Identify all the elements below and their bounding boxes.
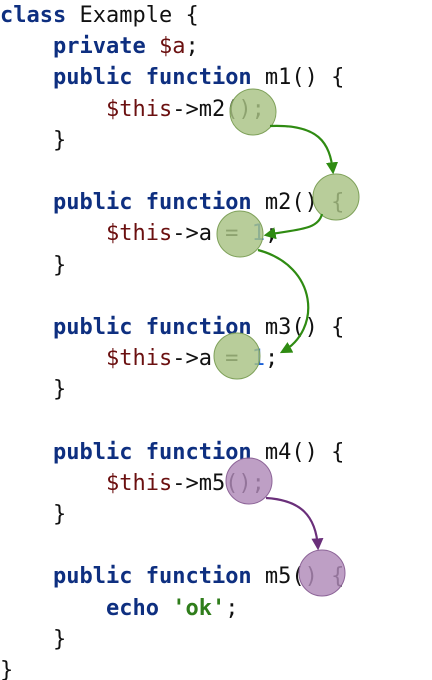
code-line: } [0, 374, 432, 405]
code-token [0, 440, 53, 465]
code-token [0, 34, 53, 59]
arrow-m2-definition-to-a-write [263, 213, 324, 240]
code-token [0, 65, 53, 90]
code-token: echo [105, 595, 159, 621]
code-line: } [0, 624, 432, 655]
code-line: public function m3() { [0, 312, 432, 343]
code-line: $this->m5(); [0, 468, 432, 499]
code-token [0, 564, 53, 589]
code-line: private $a; [0, 31, 432, 62]
code-token [132, 190, 145, 215]
arrow-a-write-to-a-write [257, 248, 310, 354]
code-line: } [0, 499, 432, 530]
code-line: public function m5() { [0, 561, 432, 592]
code-line: echo 'ok'; [0, 593, 432, 624]
code-token [0, 346, 106, 371]
code-line: } [0, 250, 432, 281]
code-line: public function m4() { [0, 437, 432, 468]
arrow-m2-call-to-definition [269, 124, 339, 175]
code-line: class Example { [0, 0, 432, 31]
m2-call-marker [229, 88, 277, 136]
code-token: function [145, 65, 252, 91]
code-token [0, 97, 106, 122]
code-token: ; [225, 595, 239, 621]
m5-definition-marker [298, 549, 346, 597]
code-token [0, 190, 53, 215]
markers-layer [213, 88, 360, 597]
code-token: } [0, 657, 14, 680]
code-token [132, 440, 145, 465]
code-token: } [0, 377, 67, 403]
code-token: $a [158, 34, 186, 60]
code-token [132, 65, 145, 90]
code-line: $this->a = 1; [0, 218, 432, 249]
arrows-layer [257, 124, 339, 551]
code-token: public [52, 439, 133, 465]
a-write-marker-m2 [216, 210, 264, 258]
code-token [159, 596, 172, 621]
code-token: } [0, 502, 67, 527]
code-token: public [52, 190, 133, 216]
code-token: public [52, 314, 133, 340]
arrow-m5-call-to-definition [265, 496, 324, 551]
code-token: function [145, 564, 252, 590]
m5-call-marker [225, 457, 273, 505]
code-token: function [145, 439, 252, 465]
code-token [0, 221, 106, 246]
code-token: private [52, 34, 146, 60]
code-token [146, 34, 159, 59]
code-token: Example { [66, 3, 199, 28]
code-line: public function m1() { [0, 62, 432, 93]
code-token: m3() { [251, 314, 345, 340]
code-token [0, 471, 106, 496]
code-token: } [0, 127, 67, 153]
code-token [0, 596, 106, 621]
code-line [0, 281, 432, 312]
code-token: ; [185, 34, 199, 60]
code-token: } [0, 626, 67, 652]
code-token: 'ok' [172, 595, 226, 621]
code-line: $this->m2(); [0, 94, 432, 125]
m2-definition-marker [312, 173, 360, 221]
code-token: public [52, 564, 133, 590]
code-token: $this [105, 221, 173, 247]
code-token [132, 315, 145, 340]
code-token: } [0, 252, 67, 278]
code-line: } [0, 125, 432, 156]
code-token: public [52, 65, 133, 91]
code-token [132, 564, 145, 589]
code-line: } [0, 655, 432, 680]
code-token: m1() { [251, 65, 345, 91]
a-write-marker-m3 [213, 332, 261, 380]
code-line [0, 156, 432, 187]
code-line [0, 405, 432, 436]
code-token: $this [105, 346, 173, 372]
code-line: public function m2() { [0, 187, 432, 218]
code-token: function [145, 190, 252, 216]
code-line [0, 530, 432, 561]
code-token: ; [264, 346, 279, 372]
code-token: $this [105, 470, 173, 496]
code-token [0, 315, 53, 340]
code-token: class [0, 3, 67, 28]
code-token: $this [105, 96, 173, 122]
code-token: m4() { [251, 439, 345, 465]
